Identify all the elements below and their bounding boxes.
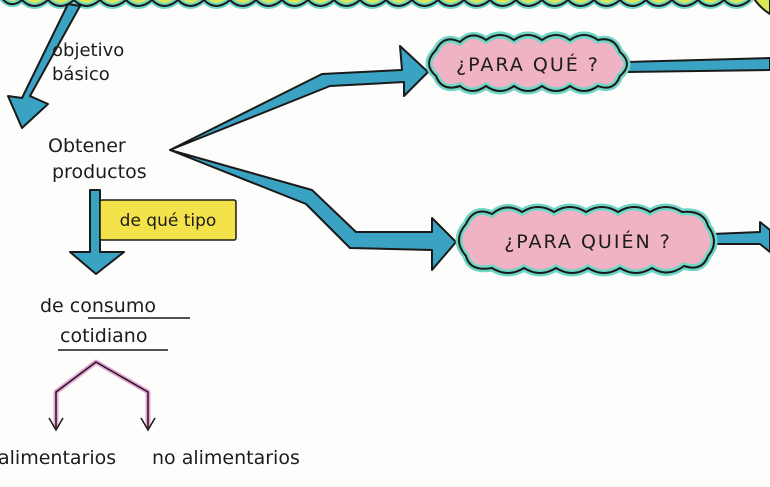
objetivo-line-2: básico [52, 64, 110, 85]
objetivo-basico: objetivo básico [52, 40, 124, 85]
tipo-question-label: de qué tipo [120, 211, 217, 231]
arrow-top-to-obtener [7, 3, 81, 129]
consumo-line-1: de consumo [40, 295, 156, 317]
obtener-line-1: Obtener [48, 135, 126, 157]
no-alimentarios-label: no alimentarios [152, 447, 300, 469]
arrow-para-que-right [627, 57, 770, 73]
arrow-to-para-que [169, 45, 429, 151]
objetivo-line-1: objetivo [52, 40, 124, 61]
obtener-line-2: productos [52, 161, 147, 183]
consumo-cotidiano: de consumo cotidiano [40, 295, 190, 351]
tipo-question: de qué tipo [99, 199, 237, 241]
alimentarios-label: alimentarios [0, 447, 116, 469]
para-quien-label: ¿PARA QUIÉN ? [504, 230, 672, 253]
top-cloud-band [0, 0, 770, 16]
arrow-para-quien-right [711, 221, 770, 253]
consumo-line-2: cotidiano [60, 325, 147, 347]
cloud-para-que: ¿PARA QUÉ ? [425, 31, 631, 95]
split-arrows [48, 359, 156, 432]
cloud-para-quien: ¿PARA QUIÉN ? [455, 203, 718, 277]
obtener-productos: Obtener productos [48, 135, 147, 183]
para-que-label: ¿PARA QUÉ ? [456, 53, 600, 76]
